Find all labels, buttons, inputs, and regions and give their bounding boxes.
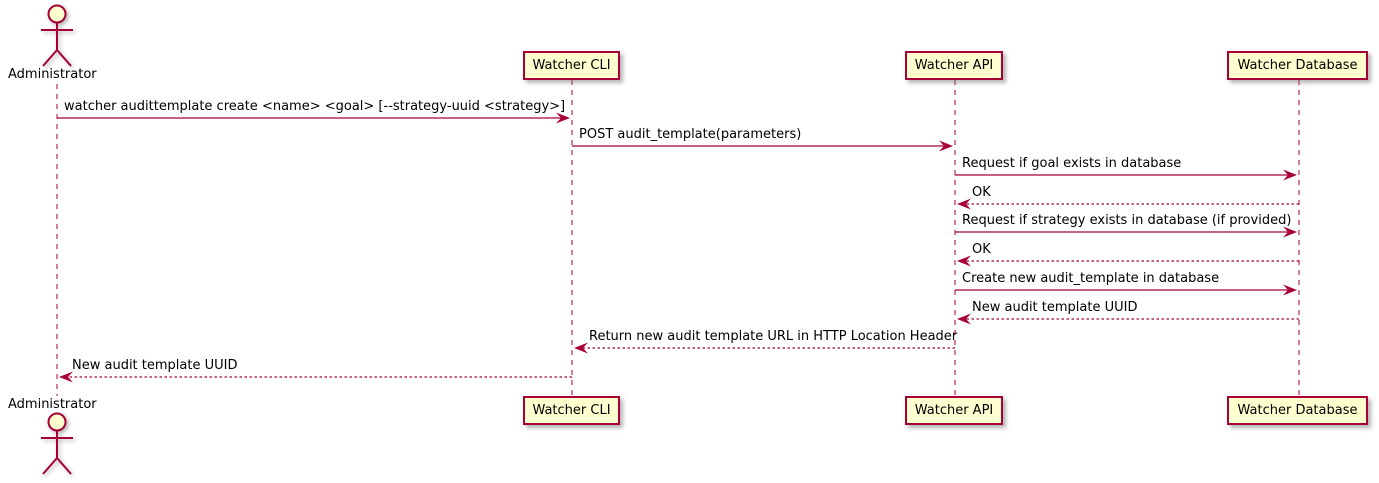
arrowhead-right-icon xyxy=(939,140,953,152)
participant-watcher-database-top: Watcher Database xyxy=(1227,51,1368,80)
actor-administrator-label-top: Administrator xyxy=(8,67,97,82)
actor-icon xyxy=(41,4,73,67)
actor-icon xyxy=(41,412,73,475)
participant-watcher-cli-top: Watcher CLI xyxy=(523,51,620,80)
message-label-2: POST audit_template(parameters) xyxy=(579,127,802,142)
participant-watcher-cli-bottom: Watcher CLI xyxy=(523,396,620,425)
message-label-7: Create new audit_template in database xyxy=(962,271,1220,286)
message-label-4: OK xyxy=(972,185,991,200)
participant-watcher-api-bottom: Watcher API xyxy=(905,396,1003,425)
arrowhead-left-icon xyxy=(574,342,588,354)
arrowhead-left-icon xyxy=(957,198,971,210)
arrowhead-left-icon xyxy=(957,313,971,325)
arrowhead-right-icon xyxy=(1283,226,1297,238)
message-label-8: New audit template UUID xyxy=(972,300,1138,315)
arrowhead-right-icon xyxy=(1283,169,1297,181)
participant-watcher-database-bottom: Watcher Database xyxy=(1227,396,1368,425)
participant-watcher-api-top: Watcher API xyxy=(905,51,1003,80)
message-label-5: Request if strategy exists in database (… xyxy=(962,213,1292,228)
arrowhead-left-icon xyxy=(957,255,971,267)
message-label-3: Request if goal exists in database xyxy=(962,156,1182,171)
arrowhead-right-icon xyxy=(556,112,570,124)
message-label-10: New audit template UUID xyxy=(72,358,238,373)
arrowhead-right-icon xyxy=(1283,284,1297,296)
arrowhead-left-icon xyxy=(59,371,73,383)
actor-administrator-label-bottom: Administrator xyxy=(8,397,97,412)
message-label-6: OK xyxy=(972,242,991,257)
message-label-1: watcher audittemplate create <name> <goa… xyxy=(64,99,566,114)
message-label-9: Return new audit template URL in HTTP Lo… xyxy=(589,329,958,344)
